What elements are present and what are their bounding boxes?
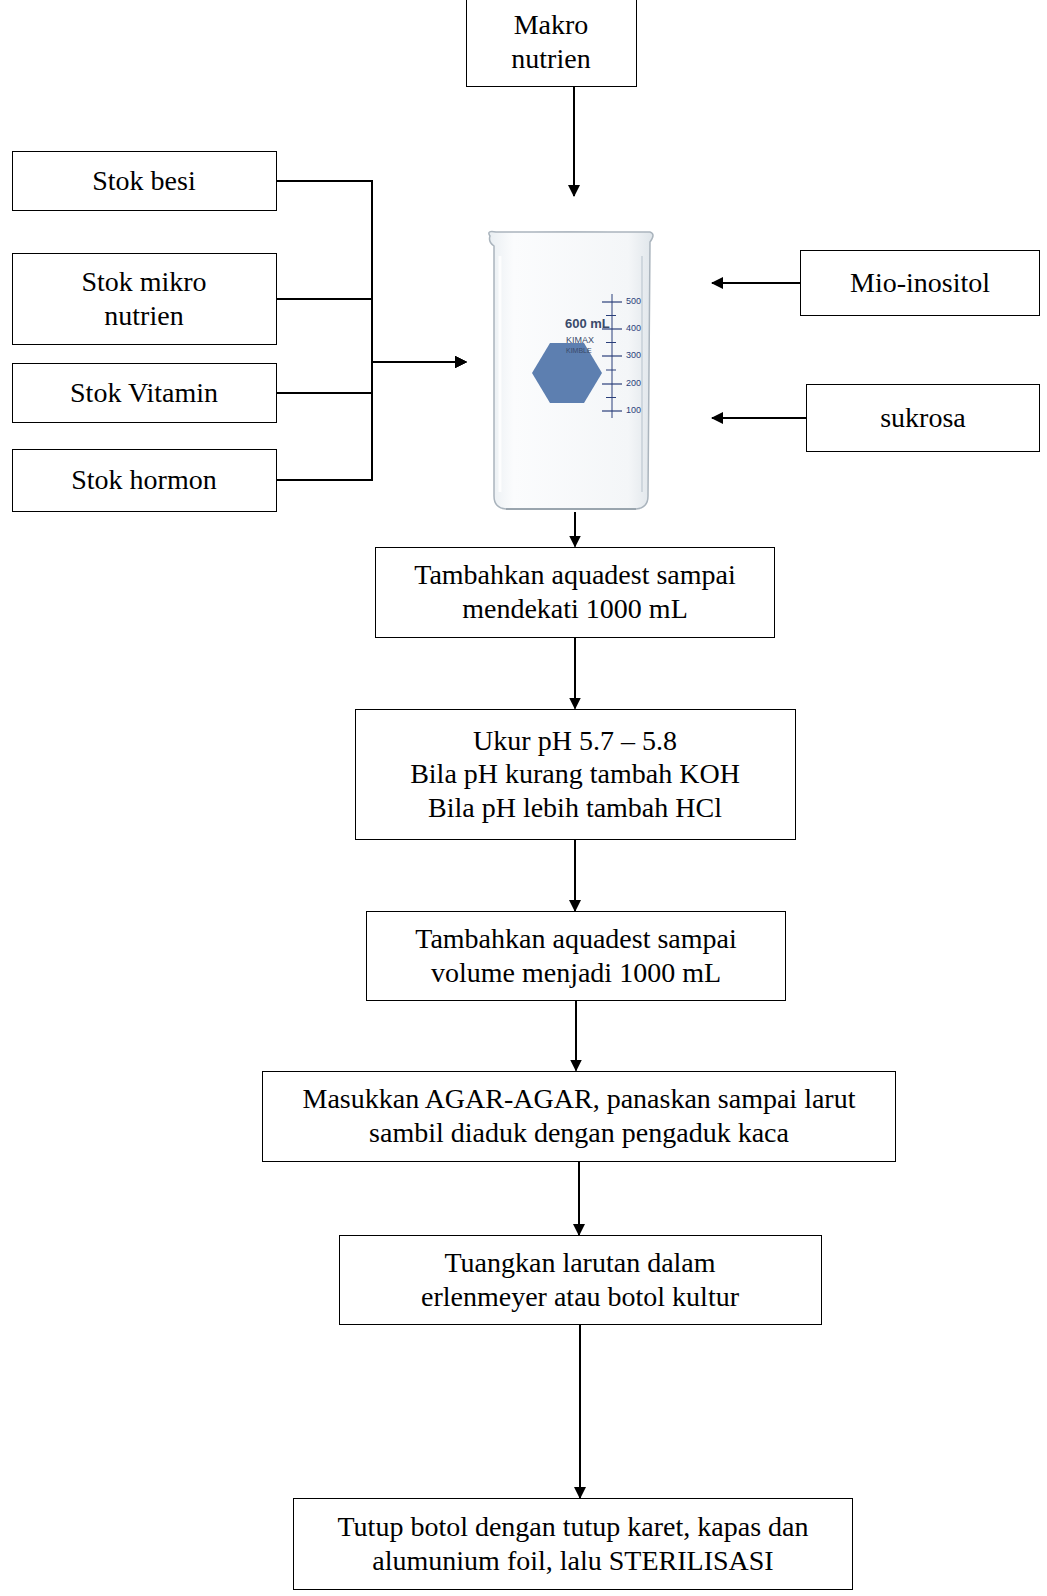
box-text: Bila pH lebih tambah HCl — [428, 791, 722, 825]
flow-arrow — [574, 840, 576, 912]
flow-arrow — [574, 512, 576, 547]
process-box: sukrosa — [806, 384, 1040, 452]
box-text: Tambahkan aquadest sampai mendekati 1000… — [400, 558, 750, 625]
process-box: Tambahkan aquadest sampai mendekati 1000… — [375, 547, 775, 638]
flow-arrow — [578, 1162, 580, 1236]
box-text: Bila pH kurang tambah KOH — [410, 757, 740, 791]
box-text: Mio-inositol — [850, 266, 990, 300]
box-text: Tambahkan aquadest sampai volume menjadi… — [391, 922, 761, 989]
process-box: Tutup botol dengan tutup karet, kapas da… — [293, 1498, 853, 1590]
flow-arrow — [277, 181, 467, 362]
process-box: Stok hormon — [12, 449, 277, 512]
box-text: Stok besi — [92, 164, 195, 198]
flow-arrow — [712, 282, 800, 284]
scale-number: 400 — [626, 323, 641, 333]
scale-number: 100 — [626, 405, 641, 415]
flow-arrow — [579, 1325, 581, 1498]
scale-number: 300 — [626, 350, 641, 360]
process-box: Tambahkan aquadest sampai volume menjadi… — [366, 911, 786, 1001]
scale-number: 200 — [626, 378, 641, 388]
beaker-illustration — [466, 196, 712, 512]
box-text: Tutup botol dengan tutup karet, kapas da… — [308, 1510, 838, 1577]
process-box: Stok besi — [12, 151, 277, 211]
box-text: Masukkan AGAR-AGAR, panaskan sampai laru… — [279, 1082, 879, 1149]
process-box: Stok mikro nutrien — [12, 253, 277, 345]
box-text: sukrosa — [880, 401, 966, 435]
box-text: Tuangkan larutan dalam erlenmeyer atau b… — [415, 1246, 745, 1313]
process-box: Masukkan AGAR-AGAR, panaskan sampai laru… — [262, 1071, 896, 1162]
process-box: Stok Vitamin — [12, 363, 277, 423]
box-text: Ukur pH 5.7 – 5.8 — [473, 724, 677, 758]
flow-arrow — [575, 1001, 577, 1071]
process-box: Mio-inositol — [800, 250, 1040, 316]
flow-arrow — [277, 362, 467, 480]
box-text: Stok Vitamin — [70, 376, 218, 410]
process-box: Makro nutrien — [466, 0, 637, 87]
process-box: Tuangkan larutan dalam erlenmeyer atau b… — [339, 1235, 822, 1325]
box-text: Makro nutrien — [481, 8, 622, 75]
flow-arrow — [574, 638, 576, 709]
box-text: Stok mikro nutrien — [54, 265, 234, 332]
beaker-marking: 600 mL — [565, 316, 610, 331]
box-text: Stok hormon — [71, 463, 216, 497]
flow-arrow — [573, 87, 575, 196]
flow-arrow — [277, 299, 467, 362]
beaker: 600 mL KIMAX KIMBLE — [466, 196, 712, 512]
process-box: Ukur pH 5.7 – 5.8Bila pH kurang tambah K… — [355, 709, 796, 840]
beaker-marking: KIMBLE — [566, 347, 592, 354]
scale-number: 500 — [626, 296, 641, 306]
flow-arrow — [712, 417, 806, 419]
beaker-marking: KIMAX — [566, 335, 594, 345]
